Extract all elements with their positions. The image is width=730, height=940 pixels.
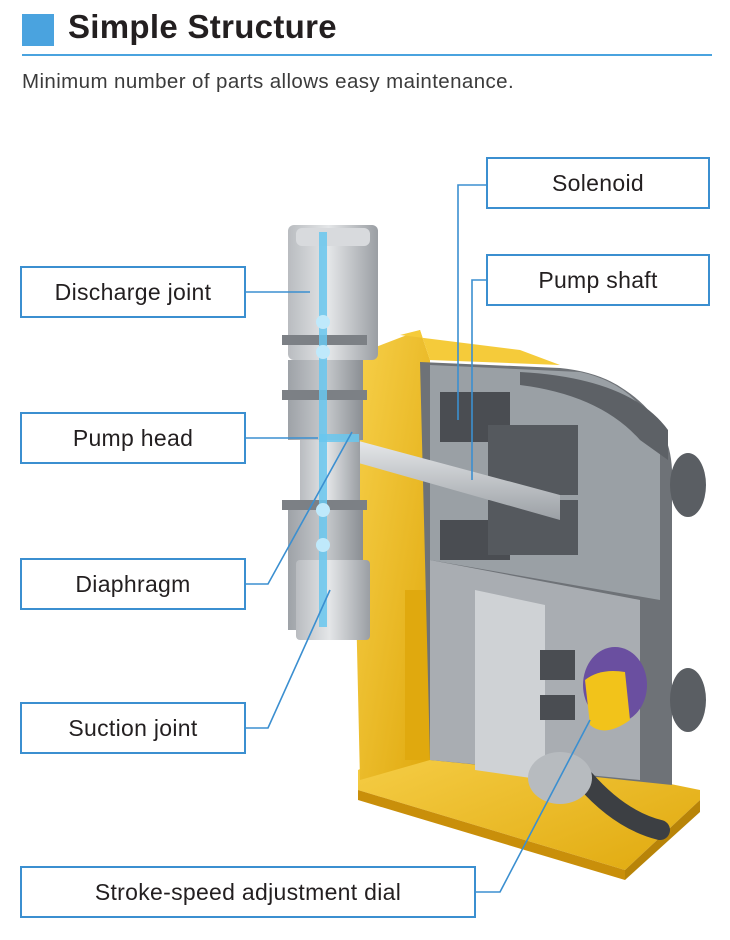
header-divider [22,54,712,56]
pump-head-column [282,225,378,640]
stroke-speed-dial-graphic [583,647,647,731]
label-pump-head: Pump head [20,412,246,464]
page-subtitle: Minimum number of parts allows easy main… [22,70,515,93]
leader-lines [246,184,591,893]
label-suction-joint: Suction joint [20,702,246,754]
leader-pump-shaft [471,279,486,480]
leader-stroke-dial [476,719,591,893]
page-title: Simple Structure [68,8,337,45]
section-marker-square [22,14,54,46]
leader-suction-joint [246,589,331,729]
pump-yellow-housing [355,330,560,780]
leader-diaphragm [246,431,353,585]
label-solenoid: Solenoid [486,157,710,209]
label-discharge-joint: Discharge joint [20,266,246,318]
label-stroke-speed-dial: Stroke-speed adjustment dial [20,866,476,918]
pump-main-housing [420,362,706,785]
pump-base [358,735,700,880]
power-cable-graphic [575,770,670,840]
label-pump-shaft: Pump shaft [486,254,710,306]
pump-shaft-graphic [355,440,560,520]
section-header: Simple Structure [22,8,712,56]
leader-solenoid [457,184,486,420]
label-diaphragm: Diaphragm [20,558,246,610]
